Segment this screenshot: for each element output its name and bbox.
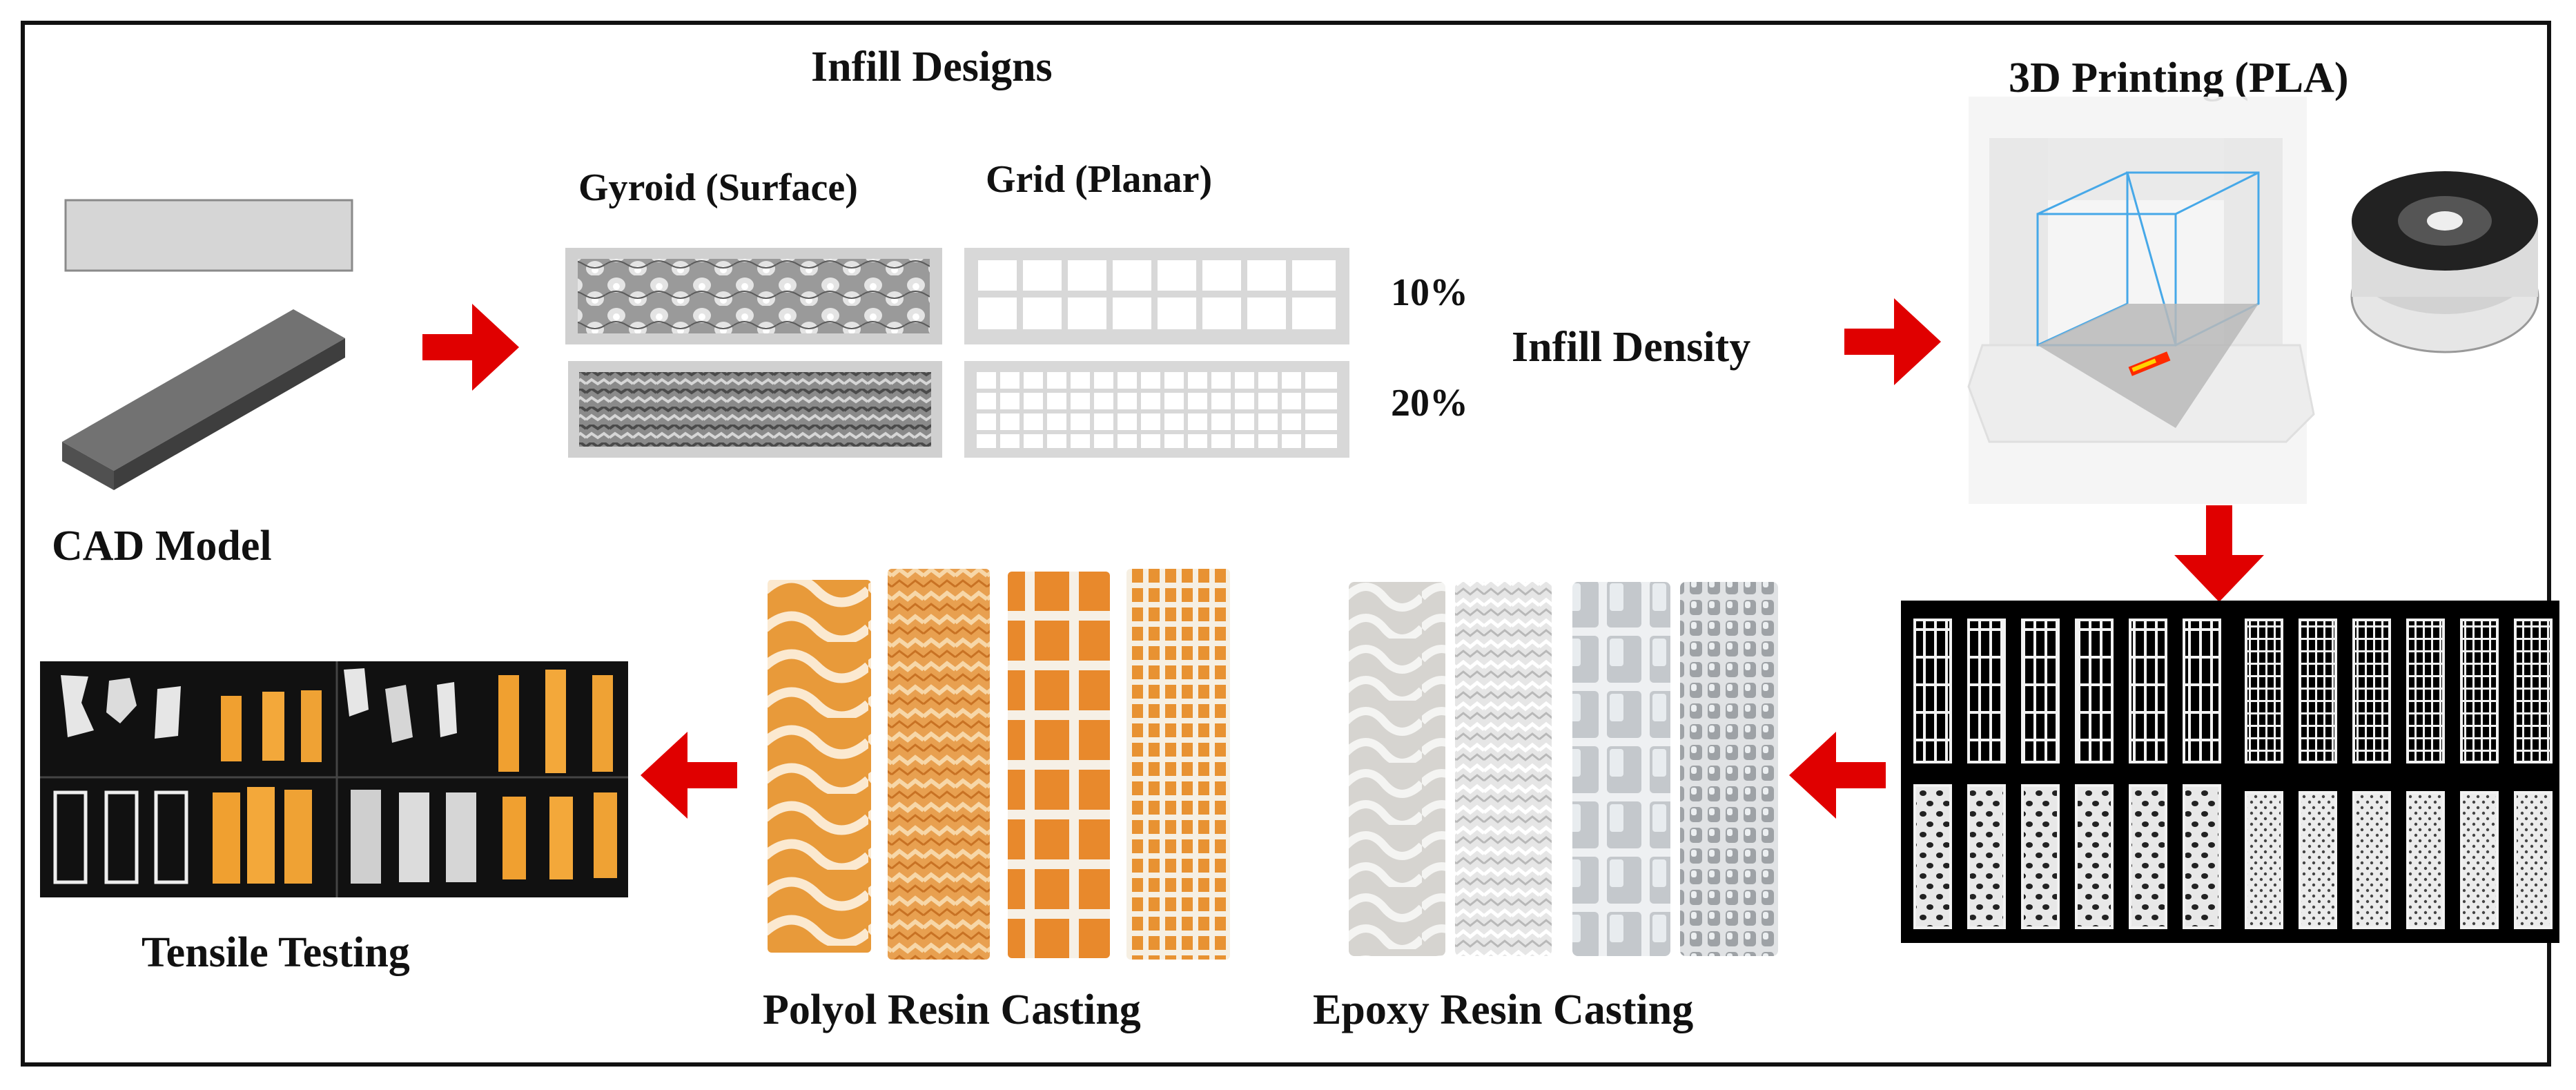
grid-specimens-top <box>1913 619 2553 763</box>
intact-specimens-bottom <box>53 787 617 884</box>
pla-spool-icon <box>2350 171 2539 353</box>
grid-20-panel <box>964 361 1349 458</box>
arrow-left-icon <box>641 732 737 819</box>
epoxy-casting-label: Epoxy Resin Casting <box>1313 986 1694 1033</box>
cad-3d-bar <box>62 309 345 490</box>
arrow-down-icon <box>2174 505 2264 602</box>
cad-model-label: CAD Model <box>52 523 272 570</box>
figure-frame <box>21 21 2551 1067</box>
infill-density-label: Infill Density <box>1512 324 1751 371</box>
polyol-casting-label: Polyol Resin Casting <box>763 986 1141 1033</box>
infill-designs-title: Infill Designs <box>811 43 1053 90</box>
polyol-gyroid-20-specimen <box>888 569 990 960</box>
cad-model-illustration <box>62 199 353 490</box>
printed-specimens-photo <box>1901 601 2559 943</box>
density-20-label: 20% <box>1391 382 1468 425</box>
polyol-grid-10-specimen <box>1008 572 1110 958</box>
polyol-gyroid-10-specimen <box>768 580 871 953</box>
arrow-left-icon <box>1789 732 1886 819</box>
epoxy-gyroid-10-specimen <box>1349 582 1445 956</box>
polyol-casting-photo <box>768 569 1230 960</box>
density-10-label: 10% <box>1391 271 1468 314</box>
arrow-right-icon <box>1844 298 1941 385</box>
epoxy-grid-10-specimen <box>1572 582 1670 956</box>
infill-design-panels <box>565 248 1349 458</box>
printing-title: 3D Printing (PLA) <box>2009 55 2349 101</box>
broken-specimens-top <box>61 668 613 773</box>
tensile-testing-photo <box>40 661 628 897</box>
cad-top-view <box>64 199 353 272</box>
tensile-testing-label: Tensile Testing <box>142 929 410 976</box>
gyroid-label: Gyroid (Surface) <box>578 166 858 209</box>
epoxy-gyroid-20-specimen <box>1455 582 1552 956</box>
printer-frame <box>1967 97 2315 504</box>
epoxy-grid-20-specimen <box>1680 582 1778 956</box>
grid-10-panel <box>964 248 1349 344</box>
epoxy-casting-photo <box>1349 582 1778 956</box>
grid-label: Grid (Planar) <box>986 158 1213 201</box>
gyroid-specimens-bottom <box>1913 784 2553 929</box>
arrow-right-icon <box>422 304 519 391</box>
polyol-grid-20-specimen <box>1126 569 1230 960</box>
printer-illustration <box>1967 97 2539 504</box>
